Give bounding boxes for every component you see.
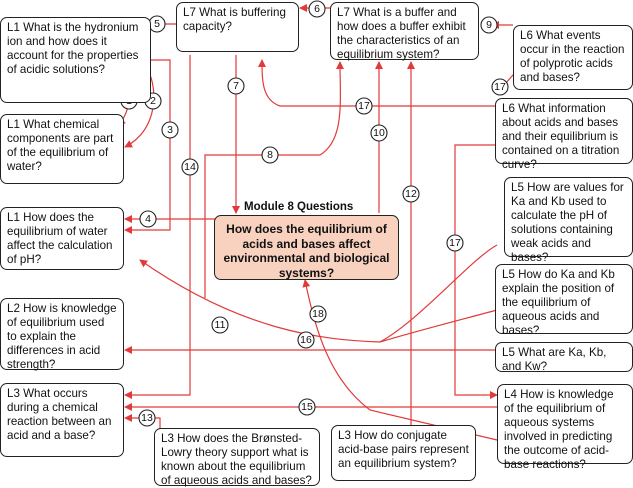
question-l4-predict: L4 How is knowledge of the equilibrium o… bbox=[497, 384, 633, 471]
question-l5-what: L5 What are Ka, Kb, and Kw? bbox=[495, 342, 633, 373]
question-l5-values: L5 How are values for Ka and Kb used to … bbox=[504, 177, 633, 264]
question-l1-components: L1 What chemical components are part of … bbox=[0, 114, 124, 184]
question-l7-buffering: L7 What is buffering capacity? bbox=[176, 2, 299, 52]
question-l6-polyprotic: L6 What events occur in the reaction of … bbox=[513, 25, 633, 90]
connector-number-3: 3 bbox=[161, 121, 179, 139]
svg-text:14: 14 bbox=[184, 161, 196, 173]
connector-number-12: 12 bbox=[402, 185, 420, 203]
connector-number-15: 15 bbox=[298, 398, 316, 416]
question-l3-bronsted: L3 How does the Brønsted-Lowry theory su… bbox=[154, 428, 320, 487]
question-l3-conjugate: L3 How do conjugate acid-base pairs repr… bbox=[331, 425, 476, 481]
svg-text:18: 18 bbox=[312, 308, 324, 320]
question-l7-buffer: L7 What is a buffer and how does a buffe… bbox=[330, 2, 479, 61]
connector-number-7: 7 bbox=[227, 77, 245, 95]
module-heading: Module 8 Questions bbox=[244, 201, 354, 213]
svg-text:17: 17 bbox=[358, 100, 370, 112]
connector-number-10: 10 bbox=[370, 124, 388, 142]
connector-number-9: 9 bbox=[480, 16, 498, 34]
svg-text:15: 15 bbox=[301, 401, 313, 413]
svg-text:5: 5 bbox=[154, 18, 160, 30]
svg-text:17: 17 bbox=[449, 237, 461, 249]
svg-text:6: 6 bbox=[314, 3, 320, 15]
connector-number-11: 11 bbox=[211, 316, 229, 334]
svg-text:12: 12 bbox=[405, 188, 417, 200]
connector-number-16: 16 bbox=[297, 331, 315, 349]
svg-text:16: 16 bbox=[300, 334, 312, 346]
svg-text:2: 2 bbox=[150, 95, 156, 107]
svg-text:10: 10 bbox=[373, 127, 385, 139]
connector-number-14: 14 bbox=[181, 158, 199, 176]
connector-number-6: 6 bbox=[308, 0, 326, 18]
svg-text:13: 13 bbox=[141, 412, 153, 424]
svg-text:17: 17 bbox=[494, 81, 506, 93]
connector-number-5: 5 bbox=[148, 15, 166, 33]
svg-text:8: 8 bbox=[267, 149, 273, 161]
connector-number-4: 4 bbox=[139, 210, 157, 228]
question-l2-strength: L2 How is knowledge of equilibrium used … bbox=[0, 298, 124, 371]
connector-number-17b: 17 bbox=[491, 78, 509, 96]
connector-number-13: 13 bbox=[138, 409, 156, 427]
question-l5-position: L5 How do Ka and Kb explain the position… bbox=[495, 264, 633, 337]
connector-number-17c: 17 bbox=[446, 234, 464, 252]
svg-text:11: 11 bbox=[215, 319, 226, 331]
connector-number-8: 8 bbox=[261, 146, 279, 164]
svg-text:4: 4 bbox=[145, 213, 151, 225]
question-l1-ph: L1 How does the equilibrium of water aff… bbox=[0, 207, 124, 270]
svg-text:9: 9 bbox=[486, 19, 492, 31]
question-l6-titration: L6 What information about acids and base… bbox=[495, 98, 633, 171]
connector-number-18: 18 bbox=[309, 305, 327, 323]
question-l3-reaction: L3 What occurs during a chemical reactio… bbox=[0, 383, 124, 457]
central-question: How does the equilibrium of acids and ba… bbox=[214, 215, 399, 280]
svg-text:7: 7 bbox=[233, 80, 239, 92]
connector-number-17a: 17 bbox=[355, 97, 373, 115]
svg-text:3: 3 bbox=[167, 124, 173, 136]
question-l1-hydronium: L1 What is the hydronium ion and how doe… bbox=[0, 17, 151, 103]
